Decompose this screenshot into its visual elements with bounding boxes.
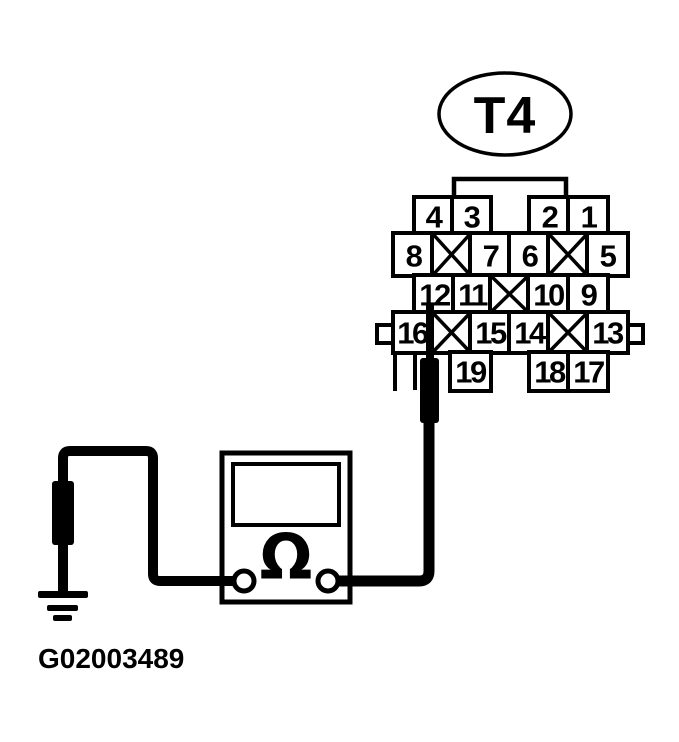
pin-label-10: 10 [533,278,564,313]
pin-cell-5 [585,231,630,278]
meter-terminal-left [231,568,257,594]
pin-cell-19 [448,350,493,393]
pin-label-7: 7 [483,239,499,274]
crossed-cell [546,310,590,355]
crossed-cell [430,310,473,355]
ohmmeter-terminals [231,568,341,594]
pin-label-1: 1 [581,200,598,235]
connector-t4: T4 [375,71,645,393]
pin-label-5: 5 [600,239,617,274]
meter-terminal-right [315,568,341,594]
pin-cell-17 [566,350,610,393]
ground-probe-grip [52,481,74,545]
pin-label-12: 12 [419,278,450,313]
pin-cell-15 [468,310,512,355]
probe-lead-wire [336,421,435,587]
pin-label-16: 16 [397,316,429,351]
crossed-cell [546,231,590,278]
pin-label-6: 6 [522,239,539,274]
ground-lead-wire [58,446,236,592]
pin-label-15: 15 [475,316,507,351]
pin-label-17: 17 [573,355,604,390]
figure-code: G02003489 [38,643,184,674]
connector-name-label: T4 [474,87,537,145]
connector-name-bubble [437,71,573,157]
probe-tip-in-pin-12 [426,305,434,361]
pin-label-13: 13 [592,316,624,351]
test-leads [52,305,439,592]
ground-bar-short [53,615,72,621]
crossed-cell [430,231,473,278]
pin-label-19: 19 [455,355,487,390]
pin-label-8: 8 [406,239,423,274]
ohmmeter-display [231,462,341,527]
pin-cell-3 [450,195,493,236]
pin-label-11: 11 [458,278,488,313]
pin-label-9: 9 [581,278,598,313]
ground-bar-long [38,591,88,598]
probe-grip [420,358,439,423]
ohm-symbol: Ω [260,521,313,594]
crossed-cell [488,273,531,315]
pin-label-14: 14 [514,316,547,351]
pin-label-3: 3 [464,200,481,235]
ground-bar-medium [47,605,78,611]
pin-label-18: 18 [534,355,566,390]
pin-label-2: 2 [542,200,558,235]
connector-key-bracket [451,176,569,197]
ground-symbol [38,591,88,621]
